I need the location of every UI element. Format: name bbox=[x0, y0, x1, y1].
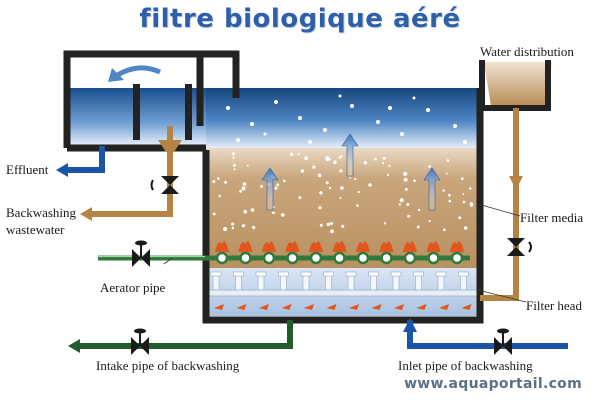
water-bubbles bbox=[226, 94, 467, 144]
intake-valve[interactable] bbox=[131, 328, 149, 356]
aerator-valve[interactable] bbox=[132, 240, 150, 268]
overflow-arrow bbox=[114, 65, 162, 79]
distribution-basin bbox=[484, 62, 552, 106]
distribution-arrowhead bbox=[509, 176, 523, 190]
label-effluent: Effluent bbox=[6, 162, 49, 177]
inlet-pipe bbox=[407, 320, 568, 349]
label-water-distribution: Water distribution bbox=[480, 44, 574, 59]
distribution-valve[interactable] bbox=[507, 238, 532, 256]
intake-arrowhead bbox=[68, 339, 80, 353]
filter-head-plate bbox=[205, 289, 481, 297]
label-filter-head: Filter head bbox=[526, 298, 582, 313]
upflow-arrows bbox=[261, 133, 441, 211]
tank-walls bbox=[63, 50, 484, 324]
wastewater-valve[interactable] bbox=[150, 176, 180, 194]
effluent-arrowhead bbox=[56, 163, 68, 177]
plenum-dashes bbox=[214, 304, 472, 310]
backwash-funnel bbox=[158, 140, 182, 152]
aerator-nodes bbox=[215, 251, 464, 265]
tank-water-zone bbox=[206, 88, 480, 148]
label-wastewater: wastewater bbox=[6, 222, 65, 237]
label-aerator-pipe: Aerator pipe bbox=[100, 280, 166, 295]
inlet-valve[interactable] bbox=[494, 328, 512, 356]
label-intake-pipe: Intake pipe of backwashing bbox=[96, 358, 240, 373]
overflow-arrowhead bbox=[108, 68, 124, 82]
baffle-posts bbox=[133, 84, 192, 140]
label-backwashing: Backwashing bbox=[6, 205, 77, 220]
label-filter-media: Filter media bbox=[520, 210, 584, 225]
watermark: www.aquaportail.com bbox=[404, 376, 582, 392]
leader-lines bbox=[163, 203, 527, 303]
aeration-flames bbox=[215, 241, 464, 252]
distribution-pipe bbox=[480, 108, 519, 301]
diagram-title: filtre biologique aéré bbox=[139, 4, 461, 34]
backwash-wastewater-arrowhead bbox=[80, 207, 92, 221]
label-inlet-pipe: Inlet pipe of backwashing bbox=[398, 358, 533, 373]
intake-pipe bbox=[78, 320, 293, 349]
media-bubbles bbox=[212, 152, 474, 234]
effluent-pipe bbox=[66, 146, 105, 173]
inlet-arrowhead bbox=[403, 318, 417, 332]
